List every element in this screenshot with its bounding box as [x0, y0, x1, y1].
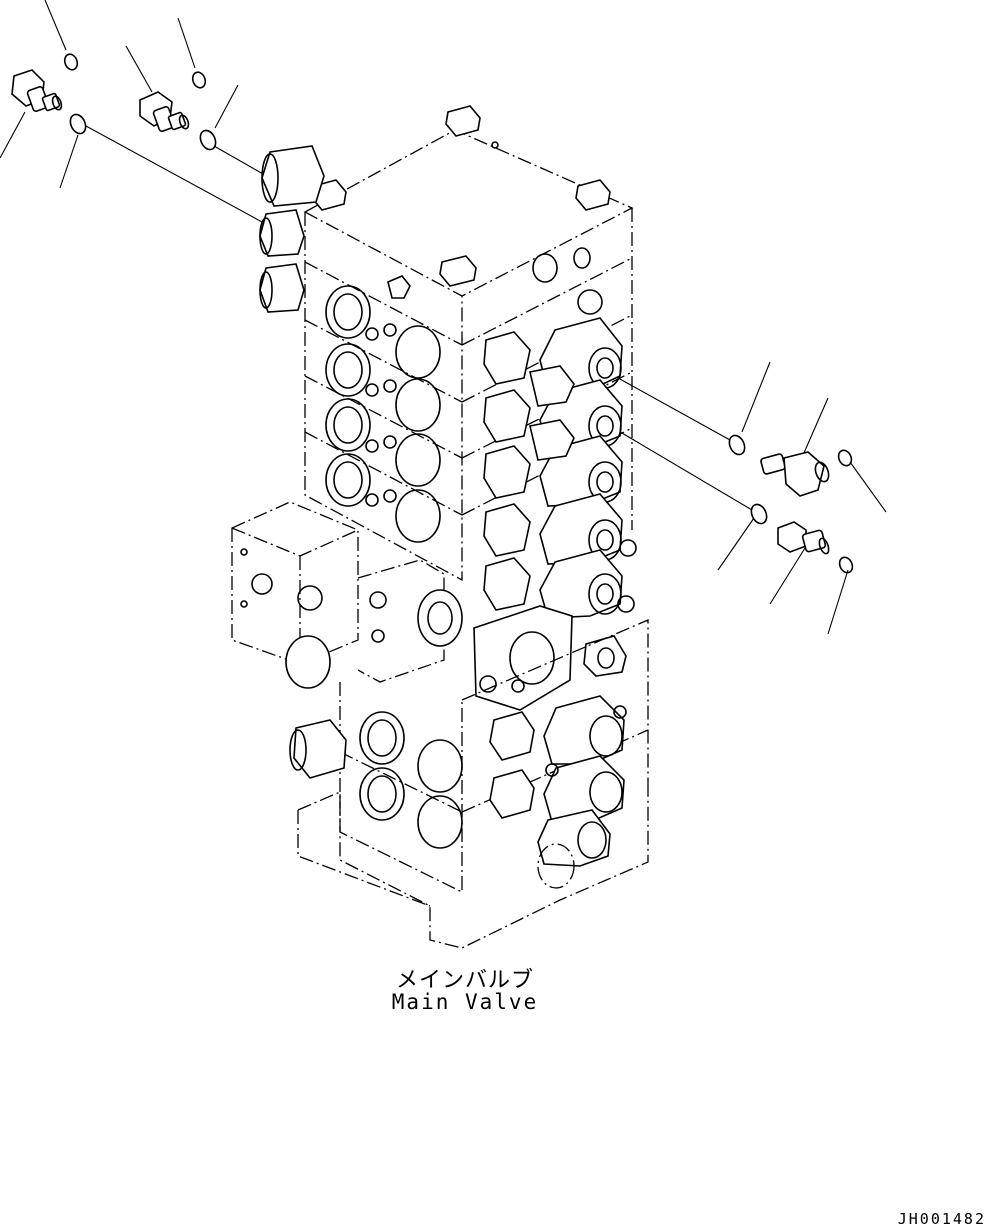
right-face-plugs	[532, 247, 603, 315]
left-face-ports	[325, 275, 441, 543]
base-plate	[297, 790, 649, 949]
o-ring-7	[750, 503, 768, 525]
o-ring-4	[199, 129, 217, 151]
o-ring-2	[191, 71, 207, 89]
o-ring-5	[728, 434, 746, 456]
elbow-fitting	[760, 451, 830, 497]
o-ring-1	[63, 53, 79, 71]
o-ring-3	[69, 113, 87, 135]
top-bolts	[311, 105, 611, 287]
valve-cover	[473, 605, 627, 711]
main-valve-body	[231, 105, 649, 949]
solenoid-valves	[483, 317, 637, 619]
o-ring-8	[838, 556, 854, 574]
upper-left-fittings	[0, 0, 271, 223]
left-solenoid-fittings	[259, 145, 325, 313]
main-valve-label-en: Main Valve	[391, 990, 539, 1014]
straight-fitting	[777, 521, 830, 555]
o-ring-6	[837, 449, 853, 467]
upper-right-fittings	[599, 361, 887, 635]
drawing-number: JH001482	[897, 1210, 986, 1228]
sensor-fitting-2	[139, 91, 190, 133]
bracket-block	[231, 501, 463, 689]
main-valve-label-jp: メインバルブ	[395, 968, 534, 993]
lower-body	[289, 619, 649, 894]
sensor-fitting-1	[11, 69, 63, 113]
